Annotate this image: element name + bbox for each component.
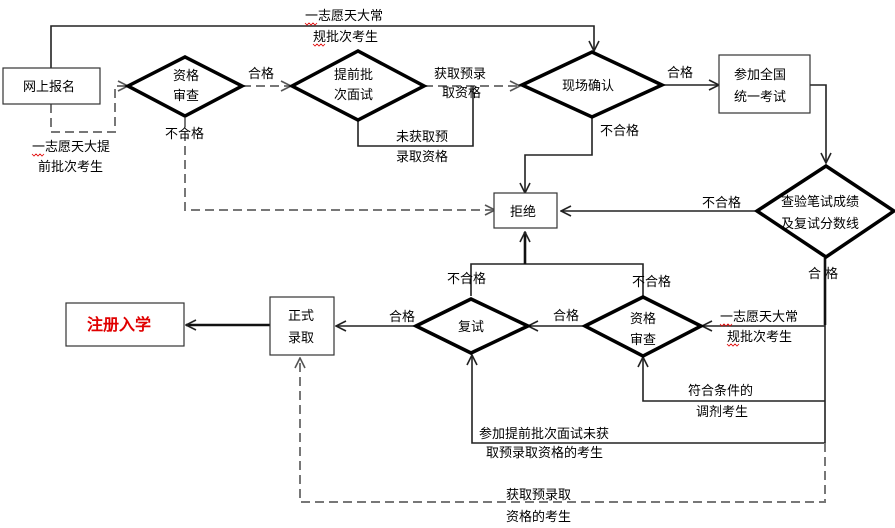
label-retest-pass: 合格 [389,309,415,325]
svg-text:规批次考生: 规批次考生 [727,329,792,345]
label-first-choice-regular-top: 一志愿天大常 规批次考生 [304,9,383,47]
svg-text:录取资格: 录取资格 [396,149,448,165]
svg-text:查验笔试成绩: 查验笔试成绩 [781,194,859,210]
label-first-choice-early: 一志愿天大提 前批次考生 [31,139,110,175]
node-register-enroll: 注册入学 [65,302,185,347]
svg-text:取资格: 取资格 [442,85,481,101]
label-scores-fail: 不合格 [702,195,741,211]
node-online-registration: 网上报名 [2,67,101,105]
label-onsite-pass: 合格 [667,65,693,81]
svg-text:复试: 复试 [458,320,484,335]
svg-text:正式: 正式 [288,309,314,324]
svg-text:规批次考生: 规批次考生 [313,29,378,45]
svg-text:资格的考生: 资格的考生 [506,509,571,525]
edge-early-no-pre-to-retest [472,355,825,444]
svg-text:次面试: 次面试 [334,87,373,103]
svg-text:调剂考生: 调剂考生 [696,405,748,420]
node-check-scores: 查验笔试成绩 及复试分数线 [753,163,895,260]
svg-text:前批次考生: 前批次考生 [38,159,103,175]
node-onsite-confirmation: 现场确认 [517,50,667,119]
label-review1-fail: 不合格 [165,126,204,142]
label-review2-pass: 合格 [553,308,579,324]
svg-text:符合条件的: 符合条件的 [688,383,753,399]
label-got-pre-admission: 获取预录 取资格 [434,67,486,101]
edge-onsite-fail [525,117,593,193]
svg-text:及复试分数线: 及复试分数线 [781,217,859,232]
svg-text:一志愿天大提: 一志愿天大提 [32,139,110,155]
node-qualification-review-1: 资格 审查 [124,55,246,118]
svg-text:拒绝: 拒绝 [510,204,536,220]
edge-review2-fail [470,263,644,296]
edge-got-pre-to-admission [300,358,826,503]
edge-transfer-to-review2 [643,357,825,402]
label-retest-fail: 不合格 [447,271,486,287]
label-got-pre-admission-bottom: 获取预录取 资格的考生 [506,488,571,525]
svg-text:现场确认: 现场确认 [562,79,614,94]
label-not-got-pre-admission: 未获取预 录取资格 [396,130,448,165]
svg-text:网上报名: 网上报名 [23,79,75,95]
label-first-choice-regular-bottom: 一志愿天大常 规批次考生 [719,310,798,347]
svg-text:提前批: 提前批 [334,67,373,83]
svg-text:一志愿天大常: 一志愿天大常 [720,310,798,325]
label-review1-pass: 合格 [248,66,274,82]
svg-text:未获取预: 未获取预 [396,130,448,145]
svg-text:录取: 录取 [288,331,314,346]
svg-text:注册入学: 注册入学 [87,315,151,334]
label-review2-fail: 不合格 [632,274,671,290]
edge-exam-to-check [810,84,826,163]
node-early-batch-interview: 提前批 次面试 [288,49,428,122]
svg-text:取预录取资格的考生: 取预录取资格的考生 [486,445,603,461]
label-eligible-transfer: 符合条件的 调剂考生 [688,383,753,420]
node-formal-admission: 正式 录取 [269,296,335,356]
node-qualification-review-2: 资格 审查 [581,295,705,358]
label-early-interview-no-pre: 参加提前批次面试未获 取预录取资格的考生 [479,426,609,461]
label-scores-pass: 合 格 [808,266,838,282]
node-retest: 复试 [412,297,533,355]
svg-text:一志愿天大常: 一志愿天大常 [305,9,383,24]
edge-early-to-review1 [50,86,128,133]
svg-text:参加全国: 参加全国 [734,67,786,83]
node-reject: 拒绝 [493,192,558,229]
svg-text:资格: 资格 [630,311,656,327]
svg-text:审查: 审查 [173,89,199,104]
svg-text:获取预录取: 获取预录取 [506,488,571,503]
edge-interview-not-got [357,86,474,147]
node-national-exam: 参加全国 统一考试 [718,54,811,114]
label-onsite-fail: 不合格 [600,123,639,139]
svg-text:审查: 审查 [630,333,656,348]
edge-review1-fail [184,118,495,210]
svg-text:资格: 资格 [173,68,199,84]
svg-text:参加提前批次面试未获: 参加提前批次面试未获 [479,426,609,442]
svg-text:统一考试: 统一考试 [734,90,786,105]
svg-text:获取预录: 获取预录 [434,67,486,82]
edge-regular-to-onsite [50,25,594,68]
